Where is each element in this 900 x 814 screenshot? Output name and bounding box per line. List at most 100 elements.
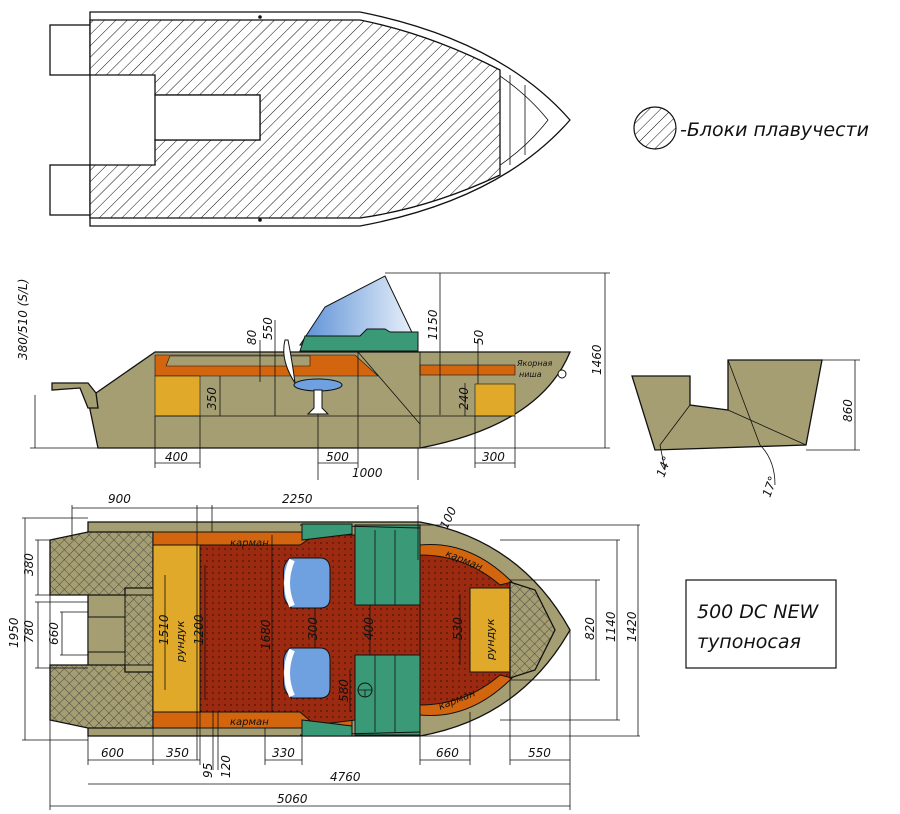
legend: -Блоки плавучести: [633, 106, 869, 150]
end-hull: [631, 359, 823, 451]
cleat-icon: [258, 15, 262, 19]
end-view: 860 14° 17°: [631, 359, 860, 499]
seat-back-starboard: [284, 558, 295, 608]
dim-1420: 1420: [625, 611, 639, 642]
dim-2250: 2250: [282, 492, 313, 506]
seat-post: [306, 389, 330, 415]
dim-100: 100: [437, 504, 460, 531]
stern-sponson-bottom: [49, 164, 91, 216]
transom-well: [87, 616, 126, 653]
cleat-icon: [258, 218, 262, 222]
dim-580: 580: [337, 679, 351, 702]
side-console-port: [301, 719, 353, 737]
dim-300: 300: [306, 617, 320, 640]
dim-1950: 1950: [7, 617, 21, 648]
bow-frame: [509, 75, 526, 165]
dim-50: 50: [472, 329, 486, 345]
model-name: 500 DC NEW: [697, 601, 819, 623]
floor-line: [155, 351, 515, 448]
console-starboard: [354, 524, 421, 606]
pocket-label-aft-port: карман: [230, 717, 269, 728]
dim-600: 600: [101, 746, 124, 760]
side-view: Якорная ниша 380/510 (S/L) 80 550 350 11…: [16, 272, 610, 480]
dim-550: 550: [261, 317, 275, 340]
legend-label: -Блоки плавучести: [680, 119, 869, 141]
pocket-label-aft-starboard: карман: [230, 538, 269, 549]
dim-95: 95: [201, 763, 215, 778]
dim-780: 780: [22, 620, 36, 643]
anchor-locker-label-1: Якорная: [516, 359, 552, 368]
dim-350: 350: [166, 746, 189, 760]
dim-380: 380: [22, 553, 36, 576]
cockpit-opening: [154, 94, 261, 141]
anchor-locker-label-2: ниша: [519, 370, 542, 379]
dim-240: 240: [457, 387, 471, 410]
dim-330: 330: [272, 746, 295, 760]
end-dimension-lines: [659, 359, 860, 486]
legend-hatch-swatch: [633, 106, 677, 150]
dim-120: 120: [219, 755, 233, 778]
steering-wheel-spokes: [358, 689, 372, 697]
dim-4760: 4760: [330, 770, 361, 784]
locker-label-aft: рундук: [174, 620, 187, 663]
dim-530: 530: [451, 617, 465, 640]
console-port: [354, 654, 421, 736]
seat-starboard: [282, 557, 331, 609]
dim-350: 350: [205, 387, 219, 410]
motor-bracket: [51, 382, 99, 409]
dim-660-bow: 660: [436, 746, 459, 760]
dim-1000: 1000: [352, 466, 383, 480]
console-ribs: [374, 530, 396, 732]
seat-port: [282, 647, 331, 699]
bow-float: [509, 581, 556, 679]
dim-1680: 1680: [259, 619, 273, 650]
dim-900: 900: [108, 492, 131, 506]
locker-label-bow: рундук: [484, 618, 497, 661]
bow-locker: [469, 587, 511, 673]
stern-sponson-top: [49, 24, 91, 76]
side-deck-aft: [165, 355, 311, 367]
buoyancy-block-main: [89, 19, 501, 219]
dim-5060: 5060: [277, 792, 308, 806]
orange-gunwale-bow: [419, 364, 516, 376]
console: [299, 328, 419, 352]
dim-1510: 1510: [157, 614, 171, 645]
end-hull-lines: [659, 359, 807, 446]
seat-back: [283, 339, 296, 384]
dim-1140: 1140: [604, 611, 618, 642]
bow-eye-icon: [557, 369, 567, 379]
side-dimension-lines: [30, 272, 610, 480]
dim-angle-14: 14°: [654, 454, 674, 479]
dim-860: 860: [841, 399, 855, 422]
dim-1150: 1150: [426, 309, 440, 340]
bow-pocket-upper: [419, 543, 513, 586]
aft-float-upper: [49, 531, 154, 596]
dim-550: 550: [528, 746, 551, 760]
top-view: [49, 11, 571, 227]
dim-820: 820: [583, 617, 597, 640]
bow-pocket-lower: [419, 674, 513, 717]
dim-angle-17: 17°: [760, 474, 780, 499]
aft-locker: [154, 375, 201, 417]
seat: [293, 378, 343, 392]
model-title-box: 500 DC NEW тупоносая: [685, 579, 837, 669]
aft-float-middle: [124, 594, 154, 666]
bow-locker: [474, 383, 516, 417]
dim-1460: 1460: [590, 344, 604, 375]
dim-660: 660: [47, 622, 61, 645]
dim-500: 500: [326, 450, 349, 464]
plan-dimension-lines: [22, 505, 640, 810]
model-subtitle: тупоносая: [697, 631, 801, 653]
dim-400: 400: [165, 450, 188, 464]
aft-locker: [152, 544, 201, 713]
seat-back-port: [284, 648, 295, 698]
plan-view: карман карман карман карман рундук рунду…: [7, 492, 640, 810]
dim-motor-height: 380/510 (S/L): [16, 279, 30, 360]
dim-1200: 1200: [192, 614, 206, 645]
aft-float-lower: [49, 664, 154, 729]
model-box-frame: [685, 579, 837, 669]
side-console-starboard: [301, 523, 353, 541]
dim-80: 80: [245, 329, 259, 345]
dim-300: 300: [482, 450, 505, 464]
